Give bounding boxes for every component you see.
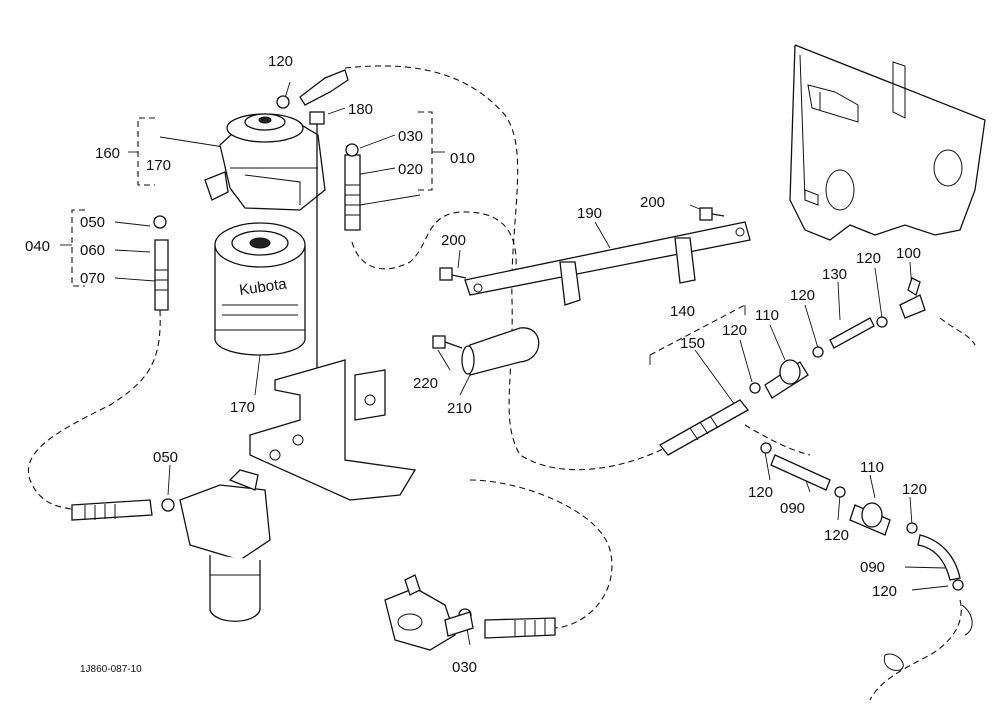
inline-fittings [764,277,961,581]
callout-030: 030 [452,659,477,676]
callout-120: 120 [824,527,849,544]
callout-120: 120 [872,583,897,600]
callout-160: 160 [95,145,120,162]
bracket-190 [464,221,751,306]
callout-220: 220 [413,375,438,392]
filter-brand-label: Kubota [238,275,288,299]
callout-120: 120 [722,322,747,339]
leader-lines [114,81,949,646]
callout-020: 020 [398,161,423,178]
callout-030: 030 [398,128,423,145]
callout-050: 050 [153,449,178,466]
clamp-210 [461,327,540,376]
callout-130: 130 [822,266,847,283]
callout-070: 070 [80,270,105,287]
callout-090: 090 [860,559,885,576]
callout-120: 120 [856,250,881,267]
callout-110: 110 [755,307,779,324]
callout-120: 120 [790,287,815,304]
callout-060: 060 [80,242,105,259]
callout-090: 090 [780,500,805,517]
callout-labels: 120 180 030 020 010 160 170 050 040 060 … [25,53,927,676]
callout-100: 100 [896,245,921,262]
bolt-180 [309,111,325,370]
callout-040: 040 [25,238,50,255]
callout-120: 120 [268,53,293,70]
callout-170: 170 [146,157,171,174]
engine-block-outline [789,44,986,241]
fuel-filter-head [204,113,326,211]
drawing-code: 1J860-087-10 [80,664,142,675]
callout-120: 120 [748,484,773,501]
fuel-pump-assembly [179,469,271,622]
callout-120: 120 [902,481,927,498]
callout-200: 200 [640,194,665,211]
return-pipe [883,604,973,671]
fuel-filter-cartridge: Kubota [214,222,306,356]
filter-mounting-bracket [249,359,417,501]
callout-180: 180 [348,101,373,118]
callout-170: 170 [230,399,255,416]
callout-110: 110 [860,459,884,476]
callout-010: 010 [450,150,475,167]
callout-210: 210 [447,400,472,417]
callout-190: 190 [577,205,602,222]
bolts [432,207,725,349]
callout-150: 150 [680,335,705,352]
hose-connectors [71,69,749,639]
group-brackets [60,111,746,365]
callout-200: 200 [441,232,466,249]
fuel-hose-routing [27,65,976,701]
callout-050: 050 [80,214,105,231]
hose-clamps [153,95,964,622]
callout-140: 140 [670,303,695,320]
fuel-inlet-fitting [384,574,474,651]
